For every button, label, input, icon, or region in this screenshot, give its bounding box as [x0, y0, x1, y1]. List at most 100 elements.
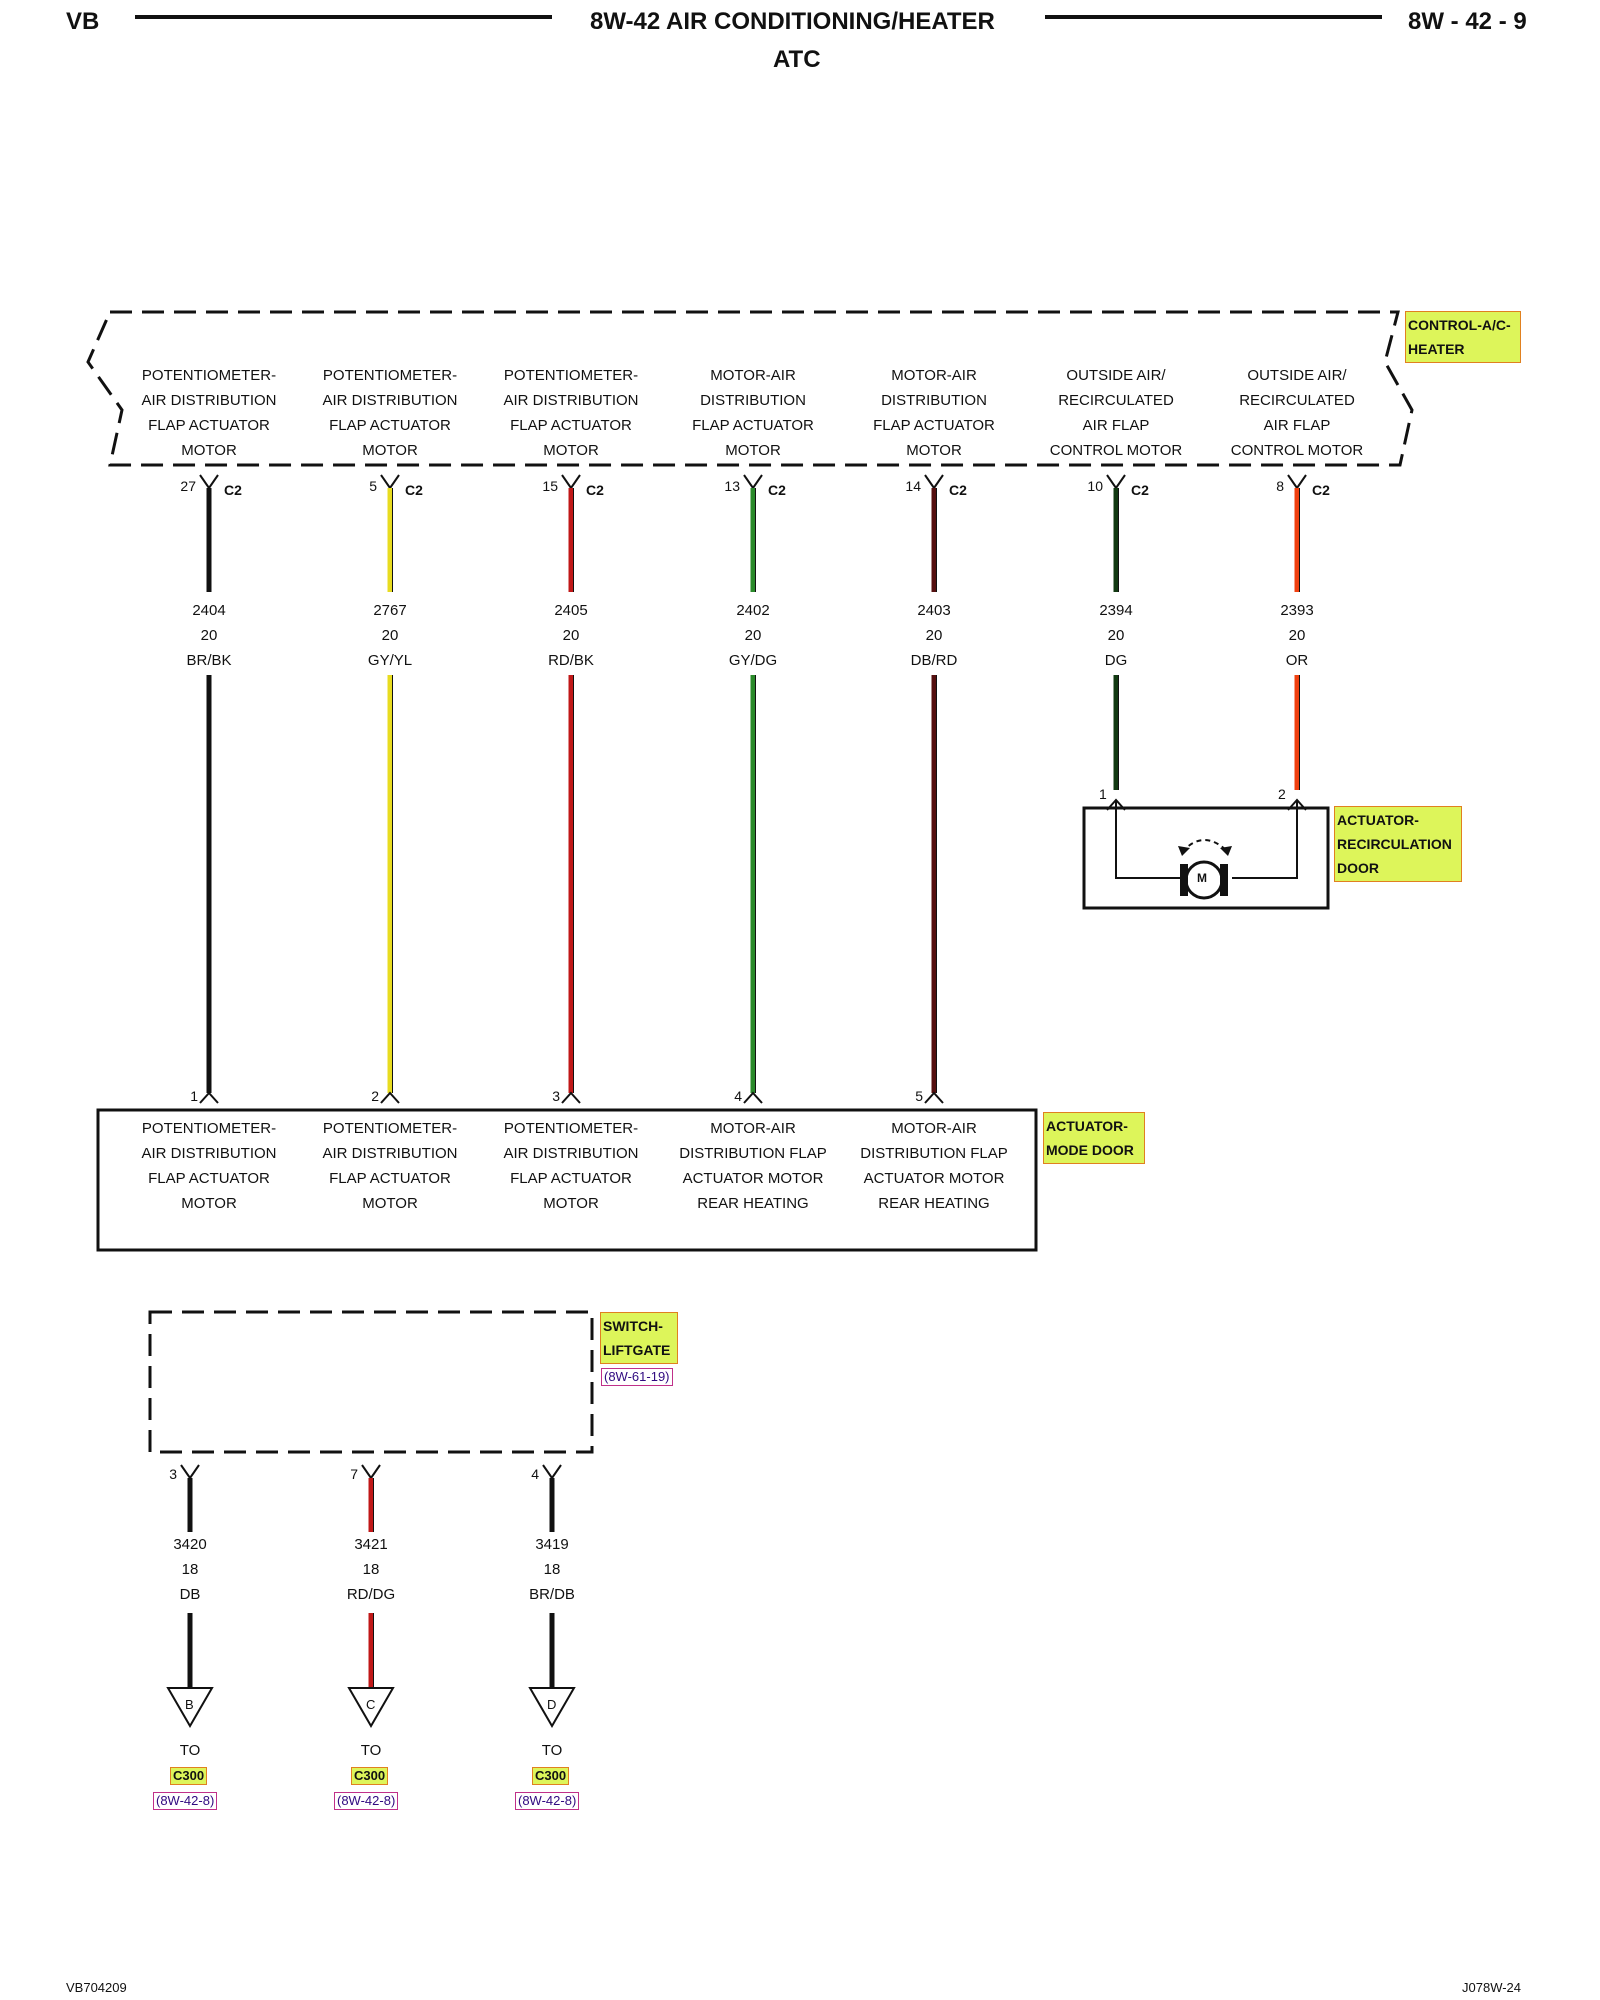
control-function-label-5: MOTOR-AIR — [891, 367, 977, 384]
terminal-connector-c300[interactable]: C300 — [351, 1767, 389, 1785]
switch-pin-1: 3 — [169, 1466, 177, 1482]
mode-pin-receptacle — [561, 1091, 581, 1104]
mode-pin-receptacle — [743, 1091, 763, 1104]
wire-circuit-2394: 2394 — [1099, 602, 1133, 619]
terminal-letter-1: B — [185, 1697, 194, 1712]
liftgate-switch-label[interactable]: SWITCH- LIFTGATE — [600, 1312, 678, 1364]
wire-color-2767: GY/YL — [367, 652, 413, 669]
mode-pin-1: 1 — [190, 1088, 198, 1104]
mode-function-label-1: POTENTIOMETER- — [141, 1120, 277, 1137]
switch-y-connector — [542, 1464, 553, 1479]
footer-right: J078W-24 — [1462, 1980, 1522, 1995]
wire-gauge-2394: 20 — [1107, 627, 1125, 644]
recirc-actuator-label[interactable]: ACTUATOR- RECIRCULATION DOOR — [1334, 806, 1462, 882]
wire-y-connector — [752, 474, 763, 489]
terminal-triangle-icon — [528, 1687, 576, 1728]
switch-wire-gauge-3421: 18 — [362, 1561, 380, 1578]
control-function-label-6: OUTSIDE AIR/ — [1066, 367, 1166, 384]
mode-function-label-5: ACTUATOR MOTOR — [863, 1170, 1005, 1187]
wire-gauge-2393: 20 — [1288, 627, 1306, 644]
wire-circuit-2767: 2767 — [373, 602, 407, 619]
wire-circuit-2393: 2393 — [1280, 602, 1314, 619]
mode-pin-2: 2 — [371, 1088, 379, 1104]
control-function-label-2: POTENTIOMETER- — [322, 367, 458, 384]
wire-y-connector — [1296, 474, 1307, 489]
control-function-label-3: AIR DISTRIBUTION — [503, 392, 639, 409]
control-function-label-2: MOTOR — [362, 442, 418, 459]
control-module-outline — [86, 310, 1414, 467]
mode-function-label-3: AIR DISTRIBUTION — [503, 1145, 639, 1162]
mode-function-label-3: FLAP ACTUATOR — [510, 1170, 632, 1187]
control-function-label-6: AIR FLAP — [1082, 417, 1150, 434]
control-connector-c2: C2 — [586, 482, 604, 498]
wire-y-connector — [380, 474, 391, 489]
terminal-connector-c300[interactable]: C300 — [170, 1767, 208, 1785]
switch-wire-circuit-3419: 3419 — [535, 1536, 569, 1553]
wire-color-2404: BR/BK — [186, 652, 232, 669]
mode-function-label-4: REAR HEATING — [697, 1195, 809, 1212]
header-left: VB — [66, 8, 100, 35]
mode-actuator-label[interactable]: ACTUATOR- MODE DOOR — [1043, 1112, 1145, 1164]
control-connector-c2: C2 — [224, 482, 242, 498]
wire-y-connector — [208, 474, 219, 489]
control-pin-2: 5 — [369, 478, 377, 494]
recirc-pin-1-receptacle — [1106, 798, 1126, 811]
terminal-letter-3: D — [547, 1697, 557, 1712]
control-connector-c2: C2 — [1312, 482, 1330, 498]
control-function-label-5: DISTRIBUTION — [881, 392, 987, 409]
motor-rotation-arc — [1181, 839, 1229, 853]
mode-function-label-5: MOTOR-AIR — [891, 1120, 977, 1137]
terminal-connector-c300[interactable]: C300 — [532, 1767, 570, 1785]
motor-arrow-left-icon — [1178, 846, 1190, 856]
control-module-label[interactable]: CONTROL-A/C-HEATER — [1405, 311, 1521, 363]
recirc-actuator-box — [1082, 806, 1330, 910]
switch-wire-color-3419: BR/DB — [529, 1586, 575, 1603]
control-function-label-1: FLAP ACTUATOR — [148, 417, 270, 434]
recirc-pin-1: 1 — [1099, 786, 1107, 802]
wire-color-2405: RD/BK — [548, 652, 594, 669]
wire-y-connector — [199, 474, 210, 489]
wire-y-connector — [561, 474, 572, 489]
liftgate-xref-link[interactable]: (8W-61-19) — [601, 1368, 673, 1386]
control-function-label-7: AIR FLAP — [1263, 417, 1331, 434]
mode-function-label-4: MOTOR-AIR — [710, 1120, 796, 1137]
wire-gauge-2404: 20 — [200, 627, 218, 644]
switch-wire-color-3421: RD/DG — [346, 1586, 396, 1603]
control-connector-c2: C2 — [949, 482, 967, 498]
wire-y-connector — [924, 474, 935, 489]
page-number: 8W - 42 - 9 — [1408, 8, 1527, 35]
liftgate-label-line-2: LIFTGATE — [603, 1342, 671, 1358]
mode-label-line-1: ACTUATOR- — [1046, 1118, 1128, 1134]
mode-pin-3: 3 — [552, 1088, 560, 1104]
control-function-label-4: DISTRIBUTION — [700, 392, 806, 409]
control-function-label-1: POTENTIOMETER- — [141, 367, 277, 384]
wire-y-connector — [743, 474, 754, 489]
switch-wire-circuit-3420: 3420 — [173, 1536, 207, 1553]
wire-color-2402: GY/DG — [728, 652, 778, 669]
terminal-xref-link[interactable]: (8W-42-8) — [334, 1792, 399, 1810]
control-function-label-1: MOTOR — [181, 442, 237, 459]
wire-y-connector — [570, 474, 581, 489]
wire-circuit-2403: 2403 — [917, 602, 951, 619]
footer-left: VB704209 — [66, 1980, 127, 1995]
mode-pin-receptacle — [199, 1091, 219, 1104]
terminal-xref-link[interactable]: (8W-42-8) — [153, 1792, 218, 1810]
mode-actuator-box — [96, 1108, 1038, 1252]
terminal-letter-2: C — [366, 1697, 376, 1712]
terminal-to-label: TO — [541, 1742, 563, 1759]
wire-gauge-2405: 20 — [562, 627, 580, 644]
switch-y-connector — [180, 1464, 191, 1479]
terminal-xref-link[interactable]: (8W-42-8) — [515, 1792, 580, 1810]
control-function-label-3: MOTOR — [543, 442, 599, 459]
switch-pin-2: 7 — [350, 1466, 358, 1482]
mode-function-label-2: FLAP ACTUATOR — [329, 1170, 451, 1187]
wire-y-connector — [1106, 474, 1117, 489]
motor-label: M — [1197, 871, 1207, 885]
control-function-label-4: MOTOR — [725, 442, 781, 459]
control-function-label-2: AIR DISTRIBUTION — [322, 392, 458, 409]
mode-function-label-1: FLAP ACTUATOR — [148, 1170, 270, 1187]
liftgate-label-line-1: SWITCH- — [603, 1318, 663, 1334]
control-function-label-7: CONTROL MOTOR — [1230, 442, 1364, 459]
mode-pin-receptacle — [380, 1091, 400, 1104]
control-pin-6: 10 — [1087, 478, 1103, 494]
